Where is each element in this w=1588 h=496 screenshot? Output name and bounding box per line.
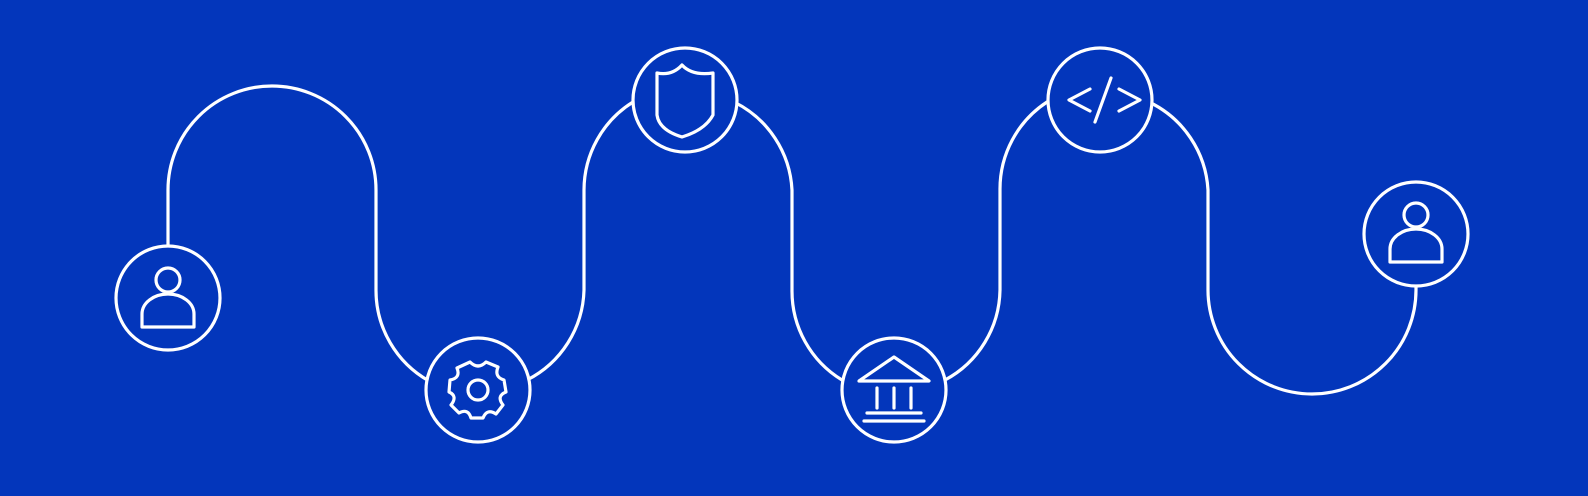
- gear-icon: [447, 360, 508, 420]
- connector-path: [166, 84, 1418, 396]
- node-gear: [424, 336, 532, 444]
- node-bank: [840, 336, 948, 444]
- shield-icon: [655, 63, 715, 139]
- user-icon: [1388, 201, 1444, 264]
- node-user-start: [114, 244, 222, 352]
- node-user-end: [1362, 180, 1470, 288]
- code-icon: [1067, 76, 1142, 124]
- node-shield: [631, 46, 739, 154]
- bank-icon: [857, 355, 931, 423]
- user-icon: [140, 266, 196, 329]
- node-code: [1046, 46, 1154, 154]
